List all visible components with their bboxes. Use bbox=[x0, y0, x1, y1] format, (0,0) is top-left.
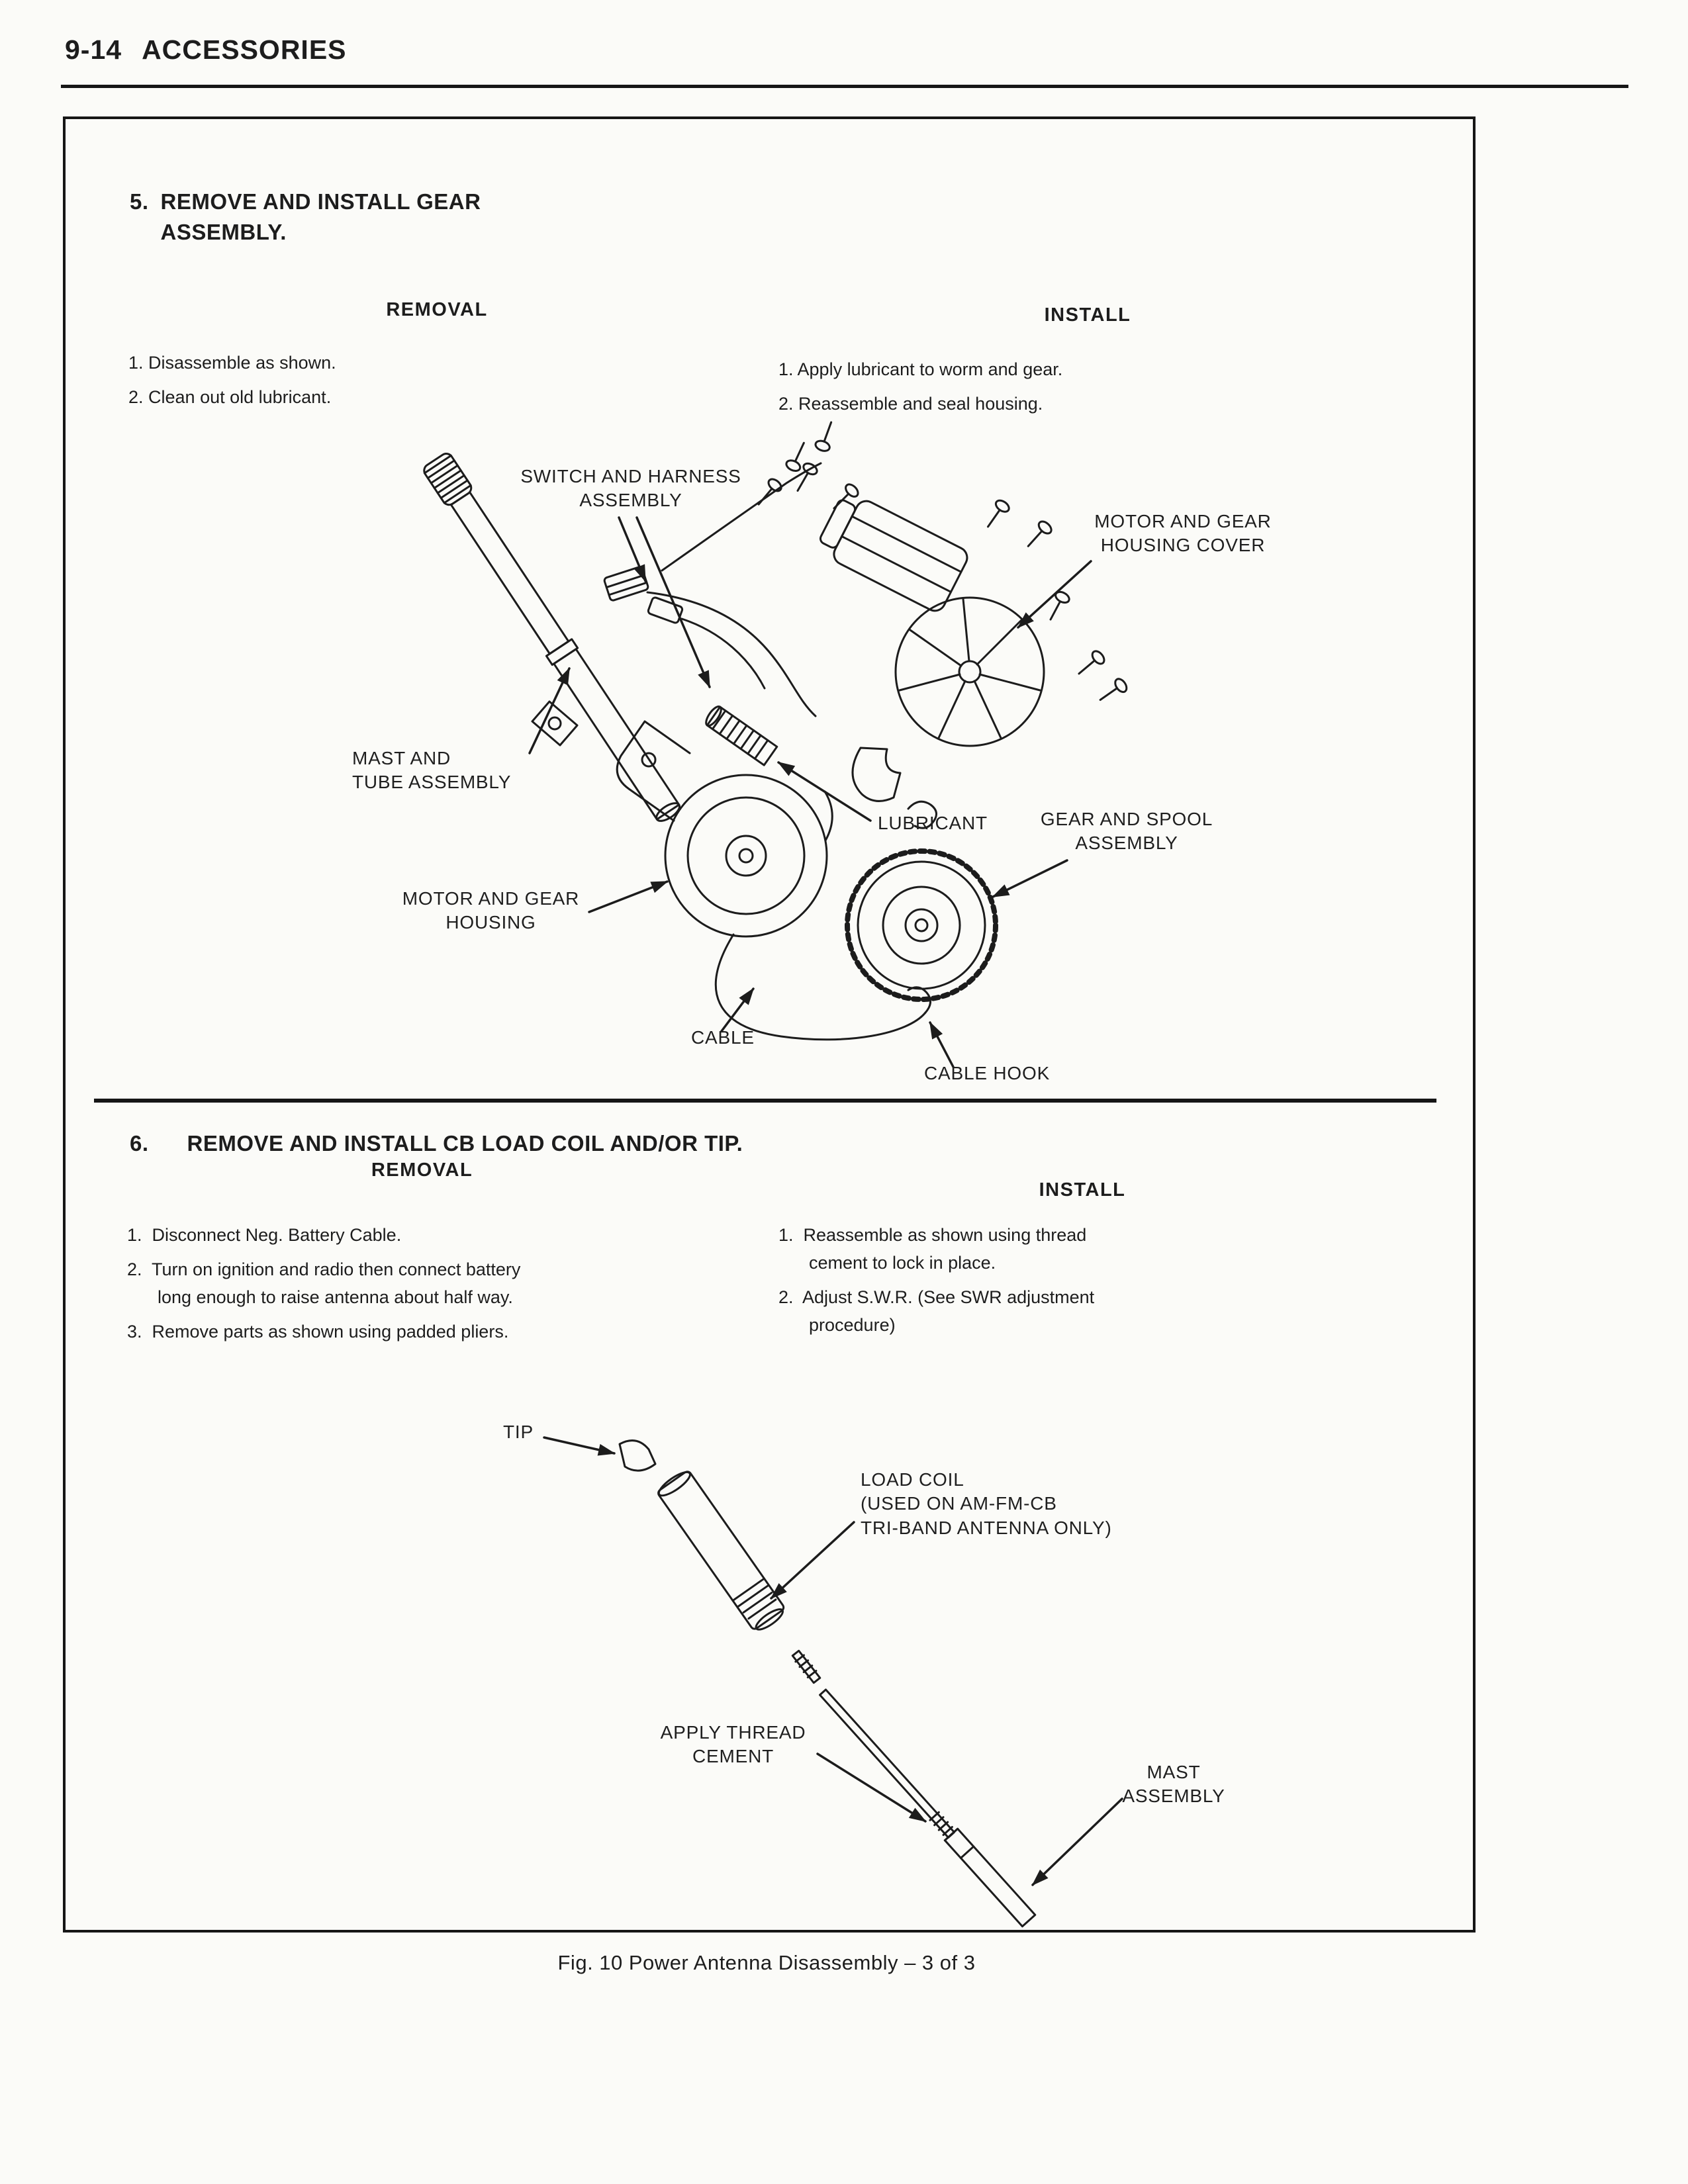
art-load-coil bbox=[657, 1471, 785, 1631]
section5-heading: 5. REMOVE AND INSTALL GEAR ASSEMBLY. bbox=[130, 187, 481, 247]
art-mounting-bracket bbox=[531, 700, 579, 747]
art-thread-stub bbox=[791, 1649, 821, 1684]
list-item: 2. Reassemble and seal housing. bbox=[778, 393, 1043, 414]
section6-number: 6. bbox=[130, 1131, 149, 1156]
section5-number: 5. bbox=[130, 189, 149, 214]
label-cable-hook: CABLE HOOK bbox=[924, 1063, 1051, 1083]
art-worm-gear bbox=[705, 705, 778, 766]
page-section-title: ACCESSORIES bbox=[142, 34, 347, 65]
list-item: 1. Disconnect Neg. Battery Cable. bbox=[127, 1225, 402, 1245]
art-motor-gear-housing bbox=[616, 720, 833, 938]
art-tip bbox=[618, 1439, 657, 1472]
label-load-coil: LOAD COIL (USED ON AM-FM-CB TRI-BAND ANT… bbox=[861, 1469, 1112, 1538]
section6-removal-steps: 1. Disconnect Neg. Battery Cable. 2. Tur… bbox=[127, 1222, 538, 1352]
list-item: 1. Apply lubricant to worm and gear. bbox=[778, 359, 1063, 379]
diagram-load-coil bbox=[543, 1436, 1123, 1928]
section5-removal-heading: REMOVAL bbox=[386, 299, 488, 320]
page-header: 9-14 ACCESSORIES bbox=[65, 34, 347, 66]
art-cable bbox=[714, 933, 931, 1041]
art-motor-gear-housing-cover bbox=[819, 499, 1045, 747]
section5-title: REMOVE AND INSTALL GEAR ASSEMBLY. bbox=[160, 189, 481, 244]
label-cable: CABLE bbox=[691, 1027, 755, 1048]
section5-removal-steps: 1. Disassemble as shown. 2. Clean out ol… bbox=[128, 349, 336, 418]
section6-install-steps: 1. Reassemble as shown using thread ceme… bbox=[778, 1222, 1139, 1345]
figure-caption: Fig. 10 Power Antenna Disassembly – 3 of… bbox=[557, 1951, 976, 1974]
label-mast-tube: MAST AND TUBE ASSEMBLY bbox=[352, 748, 512, 793]
art-elbow bbox=[851, 747, 902, 802]
list-item: 1. Reassemble as shown using thread ceme… bbox=[778, 1225, 1092, 1273]
diagram-gear-assembly bbox=[423, 421, 1128, 1068]
label-apply-thread-cement: APPLY THREAD CEMENT bbox=[660, 1722, 806, 1767]
label-motor-gear-housing: MOTOR AND GEAR HOUSING bbox=[402, 888, 580, 933]
label-lubricant: LUBRICANT bbox=[878, 813, 988, 833]
label-mast-assembly: MAST ASSEMBLY bbox=[1122, 1762, 1225, 1807]
diagram2-leader-arrows bbox=[543, 1436, 1123, 1886]
list-item: 2. Clean out old lubricant. bbox=[128, 387, 332, 407]
label-gear-spool: GEAR AND SPOOL ASSEMBLY bbox=[1040, 809, 1213, 854]
section6-heading: 6. REMOVE AND INSTALL CB LOAD COIL AND/O… bbox=[130, 1128, 743, 1159]
section5-install-steps: 1. Apply lubricant to worm and gear. 2. … bbox=[778, 356, 1062, 425]
section-divider bbox=[94, 1099, 1436, 1103]
label-motor-gear-housing-cover: MOTOR AND GEAR HOUSING COVER bbox=[1094, 511, 1272, 556]
list-item: 2. Adjust S.W.R. (See SWR adjustment pro… bbox=[778, 1287, 1100, 1335]
page-number: 9-14 bbox=[65, 34, 122, 65]
label-tip: TIP bbox=[503, 1422, 534, 1442]
list-item: 3. Remove parts as shown using padded pl… bbox=[127, 1321, 509, 1342]
section6-install-heading: INSTALL bbox=[1039, 1179, 1126, 1201]
diagram1-leader-arrows bbox=[528, 516, 1092, 1068]
list-item: 1. Disassemble as shown. bbox=[128, 353, 336, 373]
list-item: 2. Turn on ignition and radio then conne… bbox=[127, 1259, 526, 1307]
art-mast-tube bbox=[423, 453, 680, 822]
section6-title: REMOVE AND INSTALL CB LOAD COIL AND/OR T… bbox=[187, 1131, 743, 1156]
art-switch-harness bbox=[603, 462, 822, 717]
section6-removal-heading: REMOVAL bbox=[371, 1160, 473, 1181]
art-mast bbox=[819, 1688, 1037, 1928]
content-border-box bbox=[63, 116, 1476, 1933]
header-rule bbox=[61, 85, 1628, 88]
label-switch-harness: SWITCH AND HARNESS ASSEMBLY bbox=[520, 466, 741, 511]
section5-install-heading: INSTALL bbox=[1044, 304, 1131, 326]
art-hook-part bbox=[907, 800, 937, 829]
